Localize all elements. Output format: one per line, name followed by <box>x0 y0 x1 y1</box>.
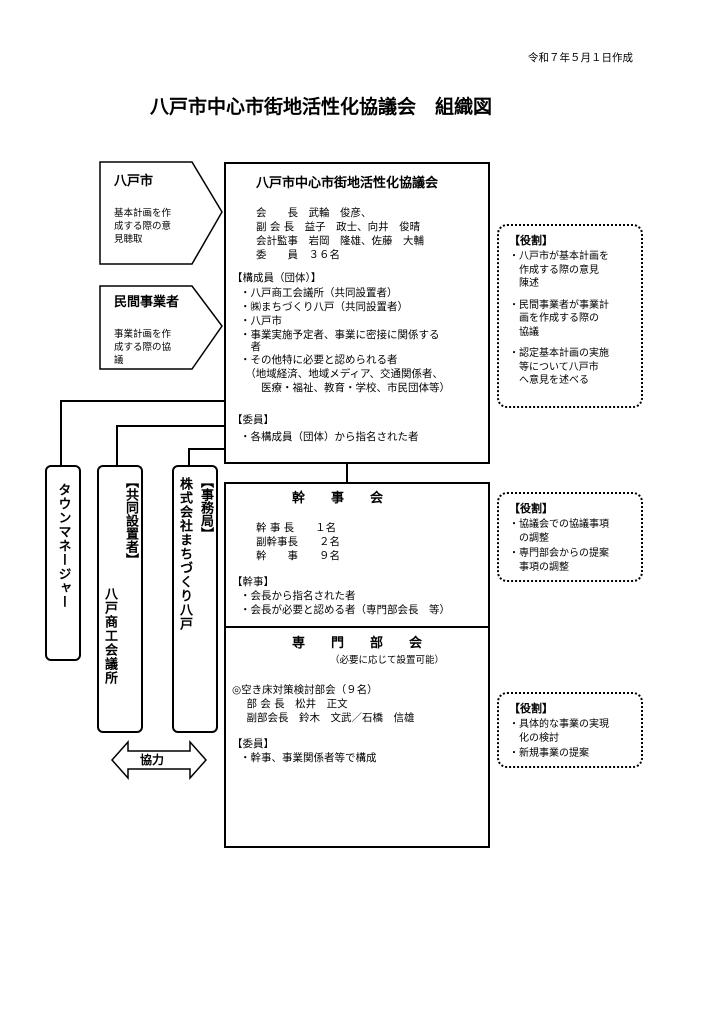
private-business-desc-1: 事業計画を作 <box>114 329 172 340</box>
kanji-officer-3: 幹 事 ９名 <box>256 550 340 562</box>
creation-date: 令和７年５月１日作成 <box>528 52 633 64</box>
senmon-role-head: 【役割】 <box>509 702 553 715</box>
senmon-role-item-2: ・新規事業の提案 <box>509 748 589 759</box>
secretariat-label: 【事務局】 <box>198 475 213 540</box>
private-business-desc-2: 成する際の協 <box>114 342 172 353</box>
connector-town-manager-down <box>60 400 62 465</box>
kanji-officer-2: 副幹事長 ２名 <box>256 536 340 548</box>
senmon-officer-1: 部 会 長 松井 正文 <box>236 698 348 710</box>
council-role-item-2: ・民間事業者が事業計 画を作成する際の 協議 <box>509 299 609 338</box>
senmon-title: 専 門 部 会 <box>292 636 423 651</box>
hachinohe-city-desc-3: 見聴取 <box>114 234 143 245</box>
council-officer-2: 副 会 長 益子 政士、向井 俊晴 <box>256 221 421 233</box>
private-business-name: 民間事業者 <box>114 295 180 310</box>
senmon-role-box: 【役割】 ・具体的な事業の実現 化の検討 ・新規事業の提案 <box>497 692 643 768</box>
council-committee-heading: 【委員】 <box>232 414 274 426</box>
co-founder-box: 【共同設置者】 八戸商工会議所 <box>97 465 143 733</box>
kanji-officer-1: 幹 事 長 １名 <box>256 522 337 534</box>
council-officer-1: 会 長 武輪 俊彦、 <box>256 207 372 219</box>
connector-co-founder-down <box>116 425 118 465</box>
hachinohe-city-desc-2: 成する際の意 <box>114 221 172 232</box>
town-manager-box: タウンマネージャー <box>45 465 81 661</box>
council-member-8: 医療・福祉、教育・学校、市民団体等） <box>240 382 450 394</box>
kanji-role-box: 【役割】 ・協議会での協議事項 の調整 ・専門部会からの提案 事項の調整 <box>497 492 643 582</box>
co-founder-name: 八戸商工会議所 <box>102 587 117 685</box>
kanji-box <box>224 482 490 628</box>
hachinohe-city-name: 八戸市 <box>114 174 154 189</box>
council-members-heading: 【構成員（団体）】 <box>232 272 322 284</box>
secretariat-name: 株式会社まちづくり八戸 <box>177 477 192 631</box>
connector-secretariat-down <box>188 448 190 465</box>
kanji-member-2: ・会長が必要と認める者（専門部会長 等） <box>240 604 450 616</box>
kanji-members-heading: 【幹事】 <box>232 576 274 588</box>
council-member-5: 者 <box>240 341 261 353</box>
senmon-subtitle: （必要に応じて設置可能） <box>330 655 445 666</box>
hachinohe-city-desc-1: 基本計画を作 <box>114 208 172 219</box>
kanji-member-1: ・会長から指名された者 <box>240 590 356 602</box>
connector-town-manager <box>60 400 225 402</box>
kanji-title: 幹 事 会 <box>292 491 384 506</box>
council-committee-1: ・各構成員（団体）から指名された者 <box>240 431 419 443</box>
senmon-member-1: ・幹事、事業関係者等で構成 <box>240 752 377 764</box>
council-member-4: ・事業実施予定者、事業に密接に関係する <box>240 329 440 341</box>
council-officer-4: 委 員 ３６名 <box>256 249 340 261</box>
council-role-item-1: ・八戸市が基本計画を 作成する際の意見 陳述 <box>509 251 609 289</box>
kanji-role-head: 【役割】 <box>509 502 553 515</box>
council-officer-3: 会計監事 岩岡 隆雄、佐藤 大輔 <box>256 235 424 247</box>
page-title: 八戸市中心市街地活性化協議会 組織図 <box>150 96 493 118</box>
town-manager-label: タウンマネージャー <box>55 483 71 609</box>
kanji-role-item-1: ・協議会での協議事項 の調整 <box>509 519 609 544</box>
council-title: 八戸市中心市街地活性化協議会 <box>256 176 439 191</box>
council-member-7: （地域経済、地域メディア、交通関係者、 <box>240 368 443 380</box>
council-role-box: 【役割】 ・八戸市が基本計画を 作成する際の意見 陳述 ・民間事業者が事業計 画… <box>497 224 643 408</box>
private-business-desc-3: 議 <box>114 355 124 366</box>
senmon-group: ◎空き床対策検討部会（９名） <box>232 684 378 696</box>
senmon-members-heading: 【委員】 <box>232 738 274 750</box>
connector-secretariat <box>188 448 225 450</box>
cooperation-label: 協力 <box>140 753 165 767</box>
council-member-6: ・その他特に必要と認められる者 <box>240 354 398 366</box>
council-member-1: ・八戸商工会議所（共同設置者） <box>240 287 398 299</box>
co-founder-label: 【共同設置者】 <box>123 475 138 566</box>
senmon-role-item-1: ・具体的な事業の実現 化の検討 <box>509 719 609 744</box>
council-member-3: ・八戸市 <box>240 315 282 327</box>
senmon-box <box>224 626 490 848</box>
council-box <box>224 162 490 464</box>
council-member-2: ・㈱まちづくり八戸（共同設置者） <box>240 301 408 313</box>
connector-council-kanji <box>346 462 348 482</box>
council-role-item-3: ・認定基本計画の実施 等について八戸市 へ意見を述べる <box>509 348 609 386</box>
secretariat-box: 【事務局】 株式会社まちづくり八戸 <box>172 465 218 733</box>
connector-co-founder <box>116 425 225 427</box>
kanji-role-item-2: ・専門部会からの提案 事項の調整 <box>509 548 609 573</box>
senmon-officer-2: 副部会長 鈴木 文武／石橋 信雄 <box>236 712 415 724</box>
council-role-head: 【役割】 <box>509 234 553 247</box>
